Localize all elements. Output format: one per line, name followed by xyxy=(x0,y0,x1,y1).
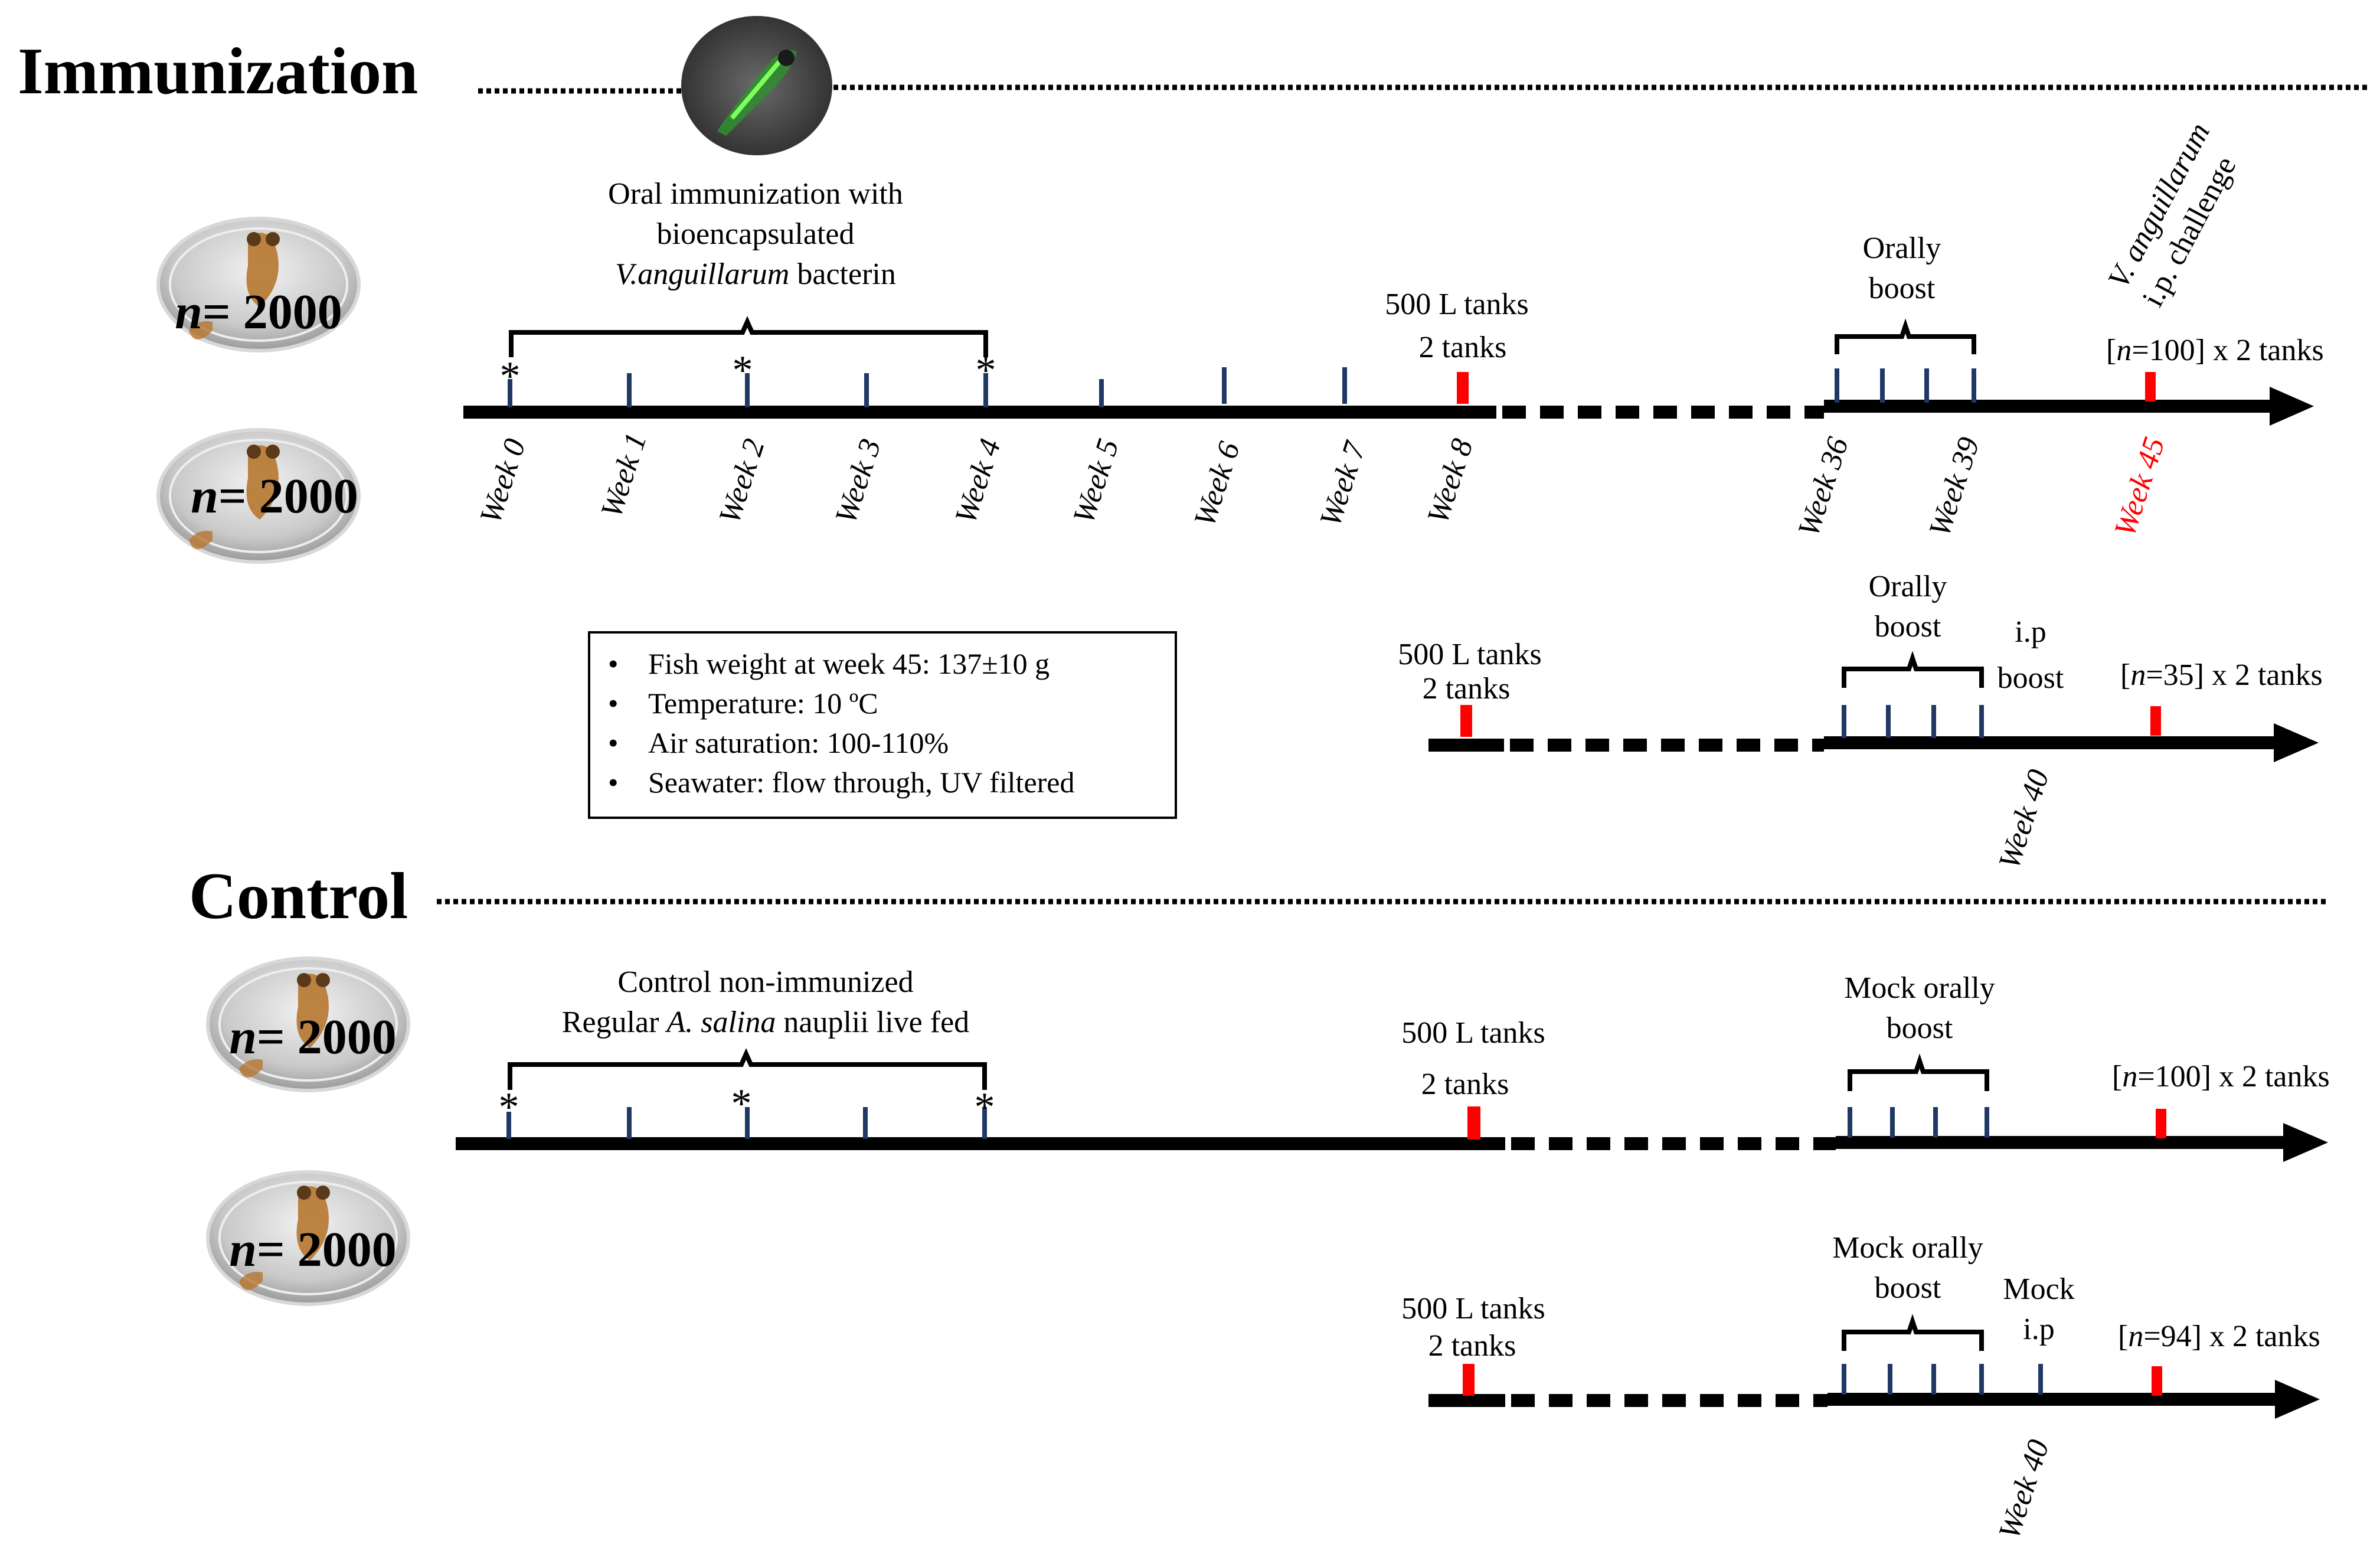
week-label: Week 2 xyxy=(712,435,771,527)
axis-arrowhead xyxy=(2270,387,2314,426)
mock-boost-label: Mock orally xyxy=(1844,971,1995,1005)
zebrafish-larva-image xyxy=(681,16,832,155)
condition-item: Fish weight at week 45: 137±10 g xyxy=(608,644,1175,684)
week-label: Week 0 xyxy=(473,435,532,527)
tanks-label: 500 L tanks xyxy=(1401,1292,1545,1326)
ip-boost-label: i.p xyxy=(2015,615,2046,649)
week-label: Week 39 xyxy=(1923,433,1986,541)
oral-immunization-label: V.anguillarum bacterin xyxy=(615,257,896,291)
oral-boost-bracket xyxy=(1842,651,1984,688)
oral-boost-label: boost xyxy=(1875,610,1941,644)
population-label: n= 2000 xyxy=(229,1010,397,1065)
mock-boost-label: boost xyxy=(1875,1271,1941,1305)
boost-ticks xyxy=(1842,705,1984,738)
control-timeline-1: * * * Control non-immunized Regular A. s… xyxy=(456,965,2330,1162)
boost-ticks xyxy=(1842,1364,2043,1395)
oral-immunization-bracket xyxy=(509,316,988,357)
week-label: Week 40 xyxy=(1992,1436,2056,1543)
asterisk-week-2: * xyxy=(731,1081,752,1127)
marker-week-8 xyxy=(1457,372,1469,404)
condition-item: Seawater: flow through, UV filtered xyxy=(608,763,1175,802)
week-label: Week 40 xyxy=(1992,766,2056,873)
oral-immunization-label: bioencapsulated xyxy=(657,217,855,251)
week-ticks xyxy=(508,367,1976,407)
immunization-timeline-1: * * * Oral immunization with bioencapsul… xyxy=(463,117,2324,541)
larva-icon xyxy=(239,973,330,1078)
marker-week-45 xyxy=(2152,1366,2162,1396)
tanks-label: 2 tanks xyxy=(1423,672,1511,706)
control-title: Control xyxy=(189,860,408,933)
population-label: n= 2000 xyxy=(191,469,358,524)
mock-boost-label: Mock orally xyxy=(1832,1231,1983,1265)
ip-boost-label: boost xyxy=(1998,661,2064,695)
control-timeline-2: 500 L tanks 2 tanks Mock orally boost Mo… xyxy=(1401,1231,2320,1543)
population-label: n= 2000 xyxy=(229,1222,397,1277)
dish-control-1: n= 2000 xyxy=(206,956,410,1092)
oral-boost-label: boost xyxy=(1869,272,1936,305)
mock-boost-bracket xyxy=(1848,1053,1989,1091)
week-label: Week 36 xyxy=(1791,433,1855,541)
oral-boost-label: Orally xyxy=(1869,570,1947,603)
experimental-conditions-box: Fish weight at week 45: 137±10 g Tempera… xyxy=(588,631,1177,819)
larva-icon xyxy=(239,1186,330,1290)
count-label: [n=94] x 2 tanks xyxy=(2118,1320,2320,1353)
conditions-list: Fish weight at week 45: 137±10 g Tempera… xyxy=(608,644,1175,802)
immunization-title: Immunization xyxy=(18,35,418,108)
dish-control-2: n= 2000 xyxy=(206,1170,410,1306)
week-label: Week 5 xyxy=(1067,435,1126,527)
control-feed-bracket xyxy=(508,1048,987,1090)
axis-arrowhead xyxy=(2283,1123,2328,1162)
tanks-label: 500 L tanks xyxy=(1401,1016,1545,1050)
week-label: Week 4 xyxy=(949,435,1008,527)
count-label: [n=100] x 2 tanks xyxy=(2106,334,2324,367)
control-feed-label: Control non-immunized xyxy=(617,965,913,999)
tanks-label: 2 tanks xyxy=(1419,331,1507,364)
oral-boost-bracket xyxy=(1835,318,1976,354)
marker-week-8 xyxy=(1460,705,1472,737)
population-label: n= 2000 xyxy=(175,285,342,339)
immunization-timeline-2: 500 L tanks 2 tanks Orally boost i.p boo… xyxy=(1398,570,2323,873)
week-label-highlight: Week 45 xyxy=(2108,433,2172,541)
count-label: [n=35] x 2 tanks xyxy=(2120,658,2323,692)
oral-boost-label: Orally xyxy=(1863,231,1941,265)
week-label: Week 8 xyxy=(1421,435,1480,527)
oral-immunization-label: Oral immunization with xyxy=(608,177,903,211)
mock-ip-label: Mock xyxy=(2003,1272,2074,1306)
condition-item: Air saturation: 100-110% xyxy=(608,723,1175,763)
count-label: [n=100] x 2 tanks xyxy=(2112,1060,2330,1093)
week-label: Week 3 xyxy=(829,435,888,527)
week-label: Week 6 xyxy=(1188,438,1247,530)
larva-icon xyxy=(189,232,280,339)
asterisk-week-0: * xyxy=(499,1085,519,1130)
marker-week-45 xyxy=(2145,372,2156,401)
asterisk-week-2: * xyxy=(733,348,753,393)
week-labels: Week 0 Week 1 Week 2 Week 3 Week 4 Week … xyxy=(473,429,2172,540)
control-feed-label: Regular A. salina nauplii live fed xyxy=(562,1005,969,1039)
tanks-label: 2 tanks xyxy=(1421,1067,1509,1101)
dish-immunized-2: n= 2000 xyxy=(156,428,361,564)
asterisk-week-4: * xyxy=(975,1085,995,1130)
challenge-label: V. anguillarum i.p. challenge xyxy=(2101,117,2242,312)
mock-boost-bracket xyxy=(1842,1314,1984,1351)
week-label: Week 7 xyxy=(1313,437,1372,531)
mock-ip-label: i.p xyxy=(2023,1313,2054,1346)
week-label: Week 1 xyxy=(594,429,653,521)
tanks-label: 500 L tanks xyxy=(1385,288,1529,321)
marker-week-8 xyxy=(1463,1364,1475,1396)
larva-icon xyxy=(189,445,280,549)
marker-week-45 xyxy=(2156,1109,2166,1138)
marker-week-45 xyxy=(2150,706,2161,736)
marker-week-8 xyxy=(1467,1106,1480,1140)
condition-item: Temperature: 10 ºC xyxy=(608,684,1175,723)
dish-immunized-1: n= 2000 xyxy=(156,217,361,352)
axis-arrowhead xyxy=(2274,723,2319,762)
week-ticks xyxy=(506,1107,1989,1139)
axis-arrowhead xyxy=(2275,1380,2320,1419)
tanks-label: 500 L tanks xyxy=(1398,638,1542,671)
mock-boost-label: boost xyxy=(1887,1011,1953,1045)
tanks-label: 2 tanks xyxy=(1428,1329,1516,1363)
asterisk-week-0: * xyxy=(500,354,521,399)
